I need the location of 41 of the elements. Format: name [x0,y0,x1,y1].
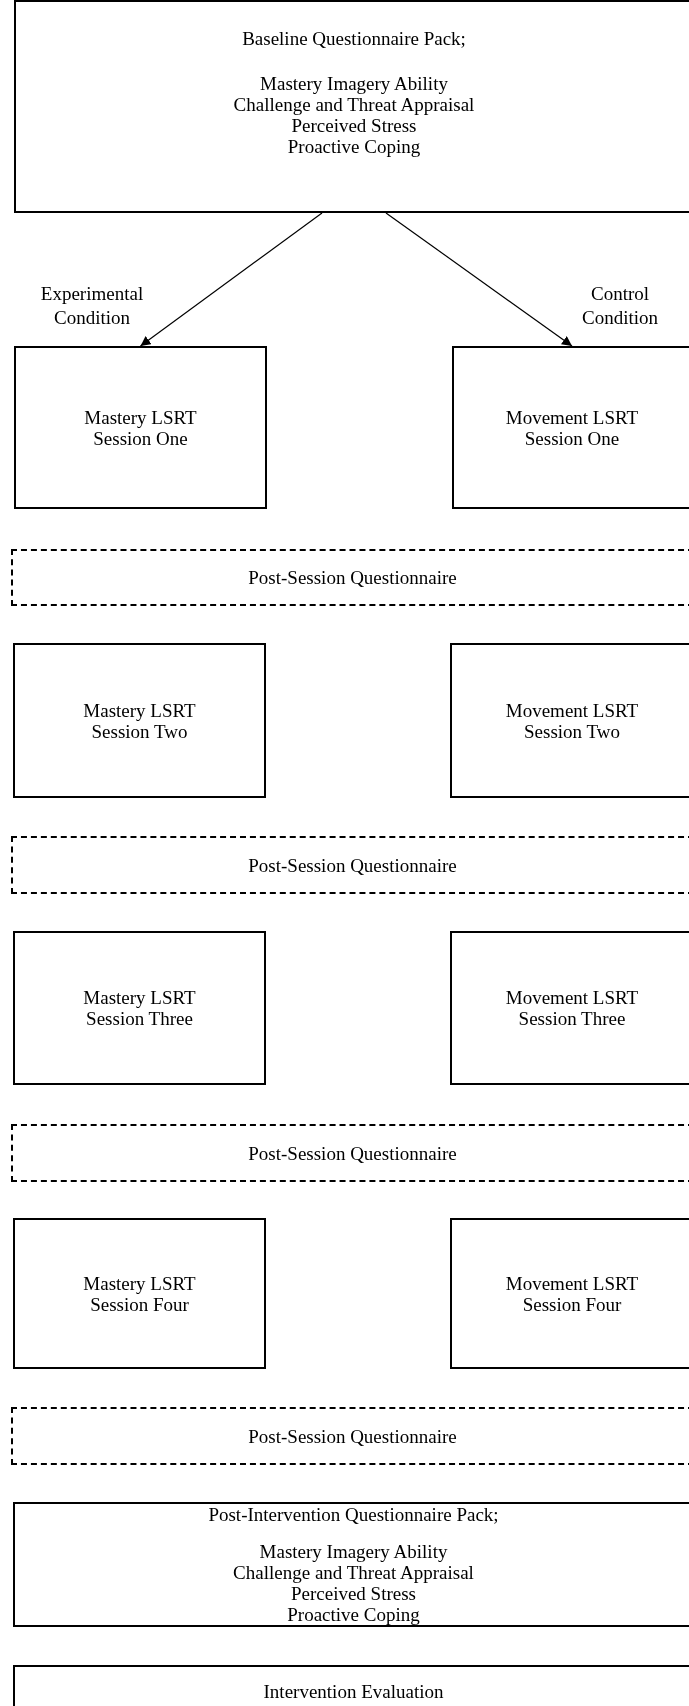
dashed-box [11,836,689,894]
process-box [14,0,689,213]
box-text: Challenge and Threat Appraisal [233,94,475,115]
box-text: Movement LSRT Session Two [504,699,640,742]
box-text: Mastery LSRT Session Three [82,987,197,1029]
box-text: Mastery LSRT Session One [83,406,198,449]
box-text: Mastery Imagery Ability [259,1541,448,1562]
box-text: Perceived Stress [290,1583,417,1604]
dashed-box [11,549,689,606]
box-text: Movement LSRT Session Four [504,1272,640,1315]
edge-label: Experimental Condition [39,282,145,330]
box-text: Proactive Coping [287,1604,420,1625]
box-text: Movement LSRT Session One [504,406,640,449]
arrow [385,212,573,347]
process-box [13,931,266,1085]
box-text: Post-Session Questionnaire [248,1142,457,1164]
process-box [13,1218,266,1369]
box-text: Challenge and Threat Appraisal [233,1562,474,1583]
box-text: Post-Session Questionnaire [248,567,457,588]
box-text: Post-Session Questionnaire [248,854,457,876]
box-text: Proactive Coping [287,136,421,157]
dashed-box [11,1124,689,1182]
process-box [452,346,689,509]
process-box [450,931,689,1085]
arrow [139,212,323,347]
process-box [13,1502,689,1627]
edge-label: Control Condition [581,282,659,330]
process-box [450,643,689,798]
box-text: Mastery LSRT Session Four [82,1272,197,1315]
process-box [450,1218,689,1369]
box-text: Post-Intervention Questionnaire Pack; [208,1504,499,1525]
box-text: Movement LSRT Session Three [504,987,640,1029]
box-text: Perceived Stress [291,115,417,136]
process-box [13,643,266,798]
box-text: Post-Session Questionnaire [248,1425,457,1447]
box-text: Intervention Evaluation [263,1681,444,1702]
process-box [14,346,267,509]
box-text: Mastery Imagery Ability [260,73,448,94]
dashed-box [11,1407,689,1465]
box-text: Mastery LSRT Session Two [82,699,197,742]
box-text: Baseline Questionnaire Pack; [242,28,466,49]
